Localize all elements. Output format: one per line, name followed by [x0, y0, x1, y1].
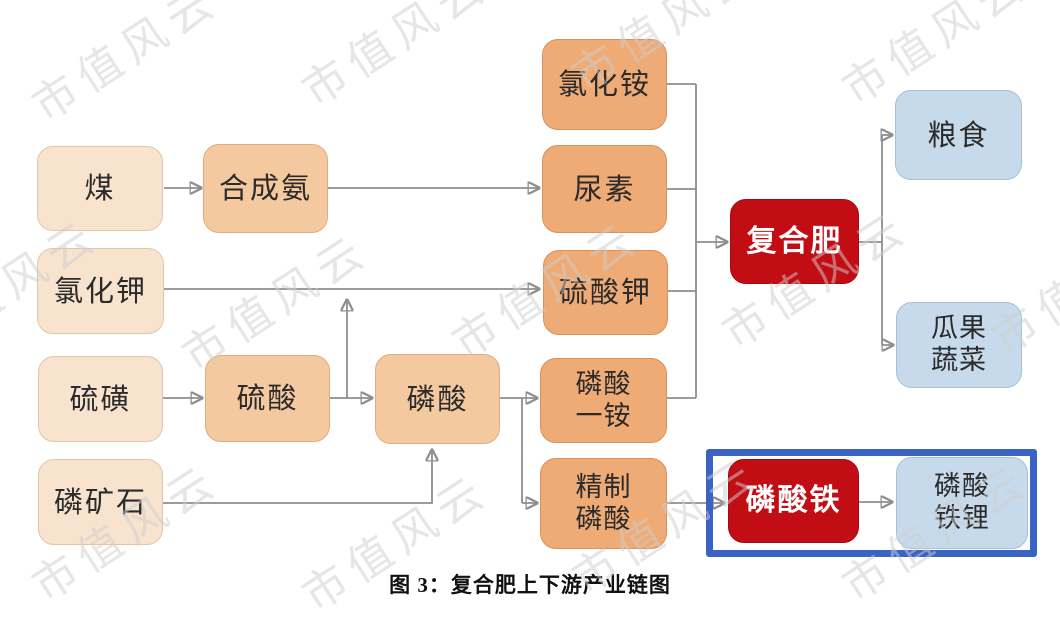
- node-sulfur-label: 硫磺: [69, 381, 132, 416]
- node-phosphate-rock-label: 磷矿石: [53, 484, 147, 519]
- node-potassium-chloride: 氯化钾: [37, 248, 164, 334]
- node-potassium-sulfate: 硫酸钾: [543, 250, 668, 335]
- node-grain: 粮食: [895, 90, 1022, 180]
- node-lithium-iron-phosphate-label: 磷酸 铁锂: [934, 471, 990, 534]
- node-refined-phosphoric-acid-label: 精制 磷酸: [575, 471, 632, 535]
- node-phosphate-rock: 磷矿石: [38, 459, 163, 545]
- node-compound-fertilizer: 复合肥: [730, 199, 859, 284]
- node-ammonium-chloride-label: 氯化铵: [557, 67, 651, 102]
- node-phosphoric-acid: 磷酸: [375, 354, 500, 444]
- node-phosphoric-acid-label: 磷酸: [406, 381, 469, 416]
- node-lithium-iron-phosphate: 磷酸 铁锂: [896, 457, 1028, 549]
- node-urea: 尿素: [542, 145, 667, 233]
- node-monoammonium-phosphate-label: 磷酸 一铵: [575, 368, 632, 432]
- node-sulfur: 硫磺: [38, 356, 163, 442]
- node-fruits-vegetables: 瓜果 蔬菜: [896, 302, 1022, 388]
- node-potassium-chloride-label: 氯化钾: [53, 273, 147, 308]
- node-urea-label: 尿素: [573, 171, 636, 206]
- edge-rock-to-h3po4: [163, 450, 432, 504]
- node-refined-phosphoric-acid: 精制 磷酸: [540, 458, 667, 549]
- node-coal-label: 煤: [84, 171, 116, 206]
- node-synthetic-ammonia: 合成氨: [203, 144, 328, 233]
- figure-caption: 图 3：复合肥上下游产业链图: [389, 573, 671, 597]
- node-monoammonium-phosphate: 磷酸 一铵: [540, 358, 667, 443]
- node-grain-label: 粮食: [927, 117, 990, 152]
- node-coal: 煤: [37, 146, 163, 231]
- node-ammonium-chloride: 氯化铵: [542, 39, 667, 130]
- node-sulfuric-acid: 硫酸: [205, 355, 330, 442]
- node-synthetic-ammonia-label: 合成氨: [218, 171, 312, 206]
- node-compound-fertilizer-label: 复合肥: [746, 223, 843, 259]
- node-iron-phosphate: 磷酸铁: [728, 459, 859, 543]
- node-sulfuric-acid-label: 硫酸: [236, 381, 299, 416]
- node-fruits-vegetables-label: 瓜果 蔬菜: [931, 313, 987, 376]
- node-potassium-sulfate-label: 硫酸钾: [558, 275, 652, 310]
- node-iron-phosphate-label: 磷酸铁: [745, 483, 842, 519]
